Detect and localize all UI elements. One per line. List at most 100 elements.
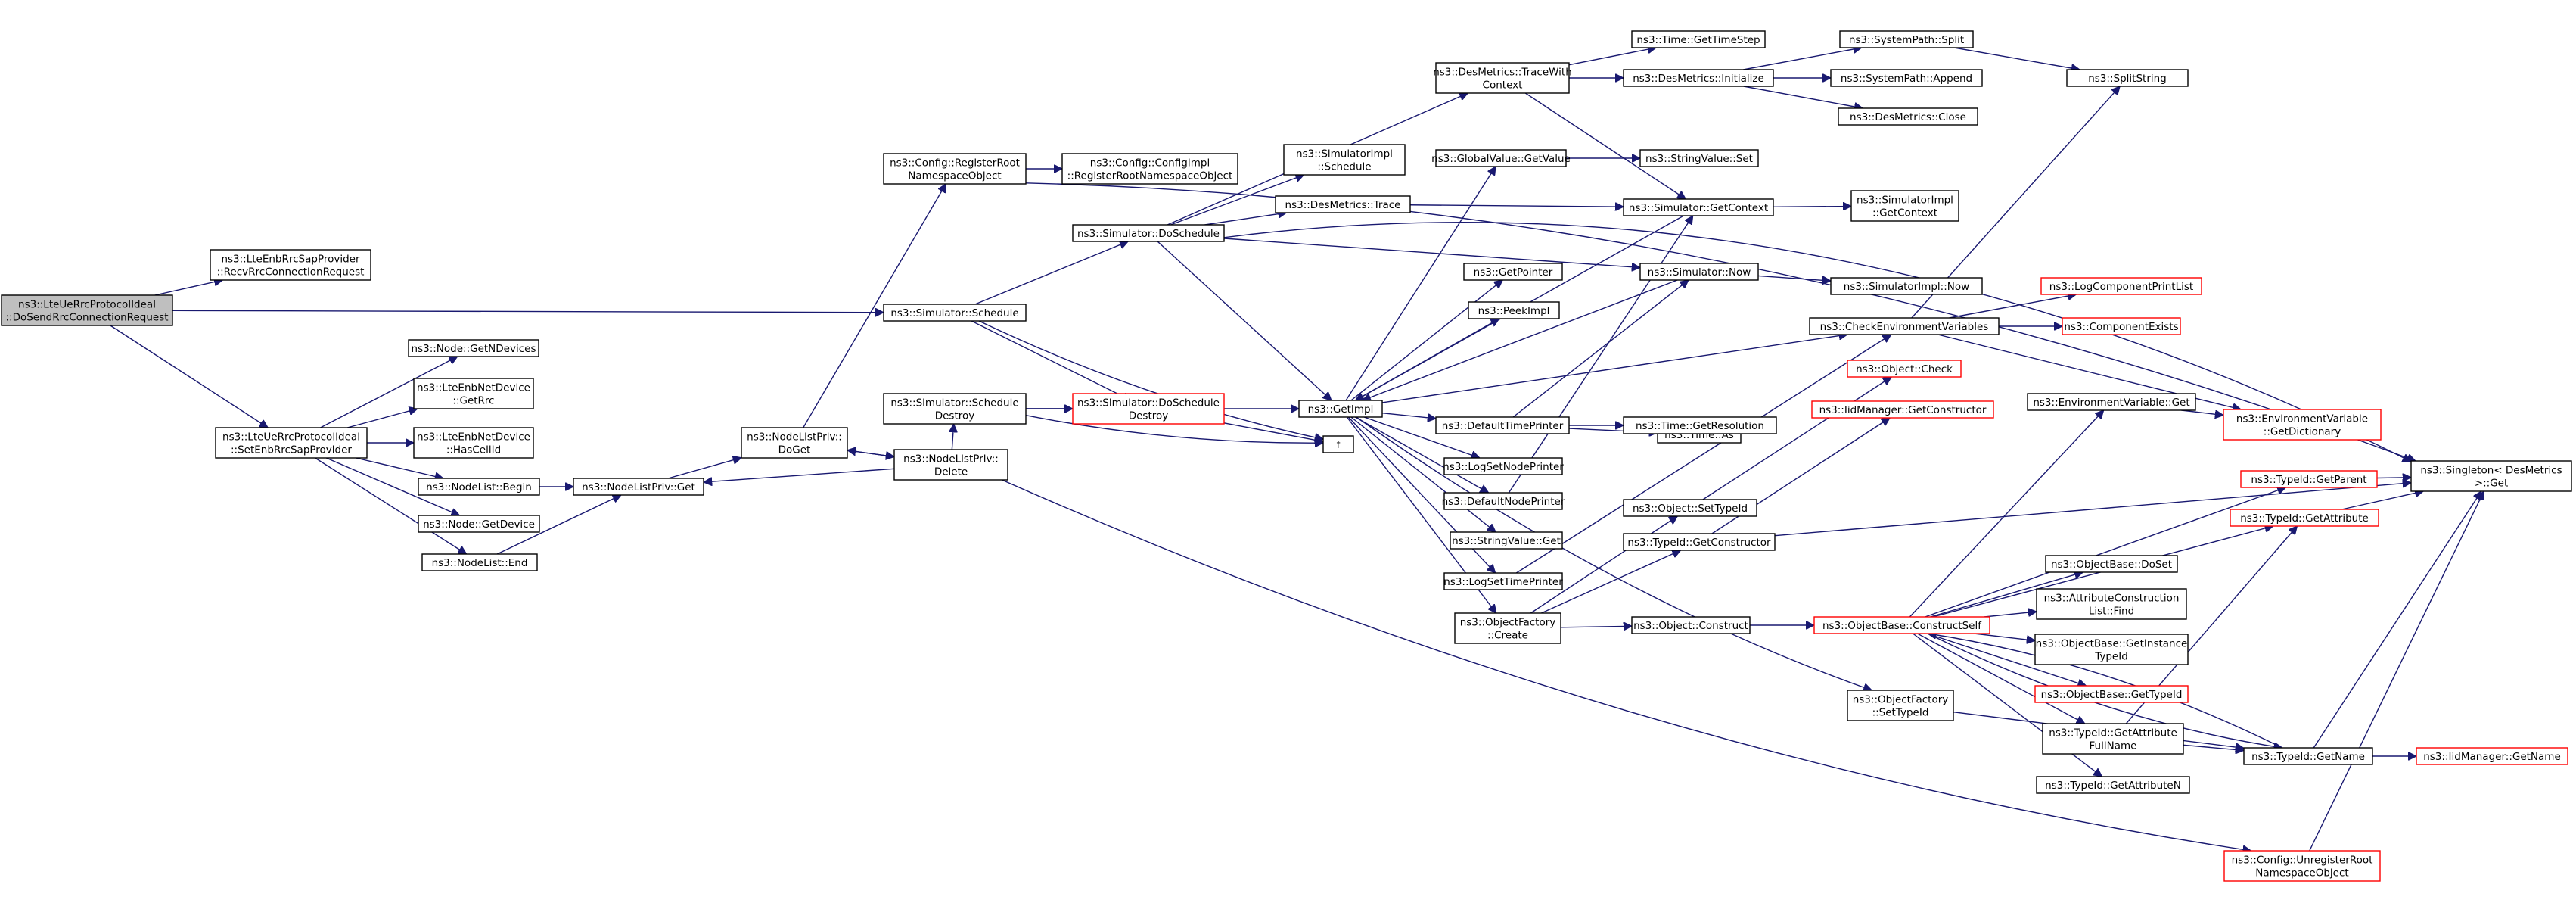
edge-desmtrace-to-simgetctx — [1409, 205, 1624, 207]
node-box — [2240, 470, 2378, 488]
node-label-line: ns3::LteUeRrcProtocolIdeal — [222, 431, 360, 444]
node-getdevice[interactable]: ns3::Node::GetDevice — [418, 515, 540, 533]
edge-tidgetattr-to-singletonget — [2341, 491, 2423, 510]
edge-nlpdelete-to-nlpget — [704, 468, 895, 482]
node-box — [1639, 263, 1759, 281]
node-simimplnow[interactable]: ns3::SimulatorImpl::Now — [1830, 277, 1983, 295]
node-spsplit[interactable]: ns3::SystemPath::Split — [1839, 30, 1974, 48]
node-simschedule[interactable]: ns3::Simulator::Schedule — [883, 304, 1027, 322]
node-spappend[interactable]: ns3::SystemPath::Append — [1830, 69, 1983, 87]
node-nlpget[interactable]: ns3::NodeListPriv::Get — [573, 478, 704, 496]
node-simgetctx[interactable]: ns3::Simulator::GetContext — [1623, 198, 1774, 216]
node-svget[interactable]: ns3::StringValue::Get — [1450, 531, 1563, 550]
node-label-line: ns3::DefaultTimePrinter — [1442, 420, 1564, 432]
node-defnodepr[interactable]: ns3::DefaultNodePrinter — [1442, 492, 1565, 510]
node-getpointer[interactable]: ns3::GetPointer — [1463, 263, 1563, 281]
node-tidgetattr[interactable]: ns3::TypeId::GetAttribute — [2230, 509, 2379, 527]
node-logsetnode[interactable]: ns3::LogSetNodePrinter — [1443, 457, 1564, 475]
node-envget[interactable]: ns3::EnvironmentVariable::Get — [2027, 393, 2196, 411]
node-getndev[interactable]: ns3::Node::GetNDevices — [408, 339, 539, 357]
node-compexists[interactable]: ns3::ComponentExists — [2062, 317, 2181, 335]
node-nlpdoget[interactable]: ns3::NodeListPriv::DoGet — [741, 427, 848, 459]
edge-setenb-to-getndev — [320, 356, 458, 428]
node-cfgimplreg[interactable]: ns3::Config::ConfigImpl::RegisterRootNam… — [1061, 153, 1238, 185]
edge-simschedule-to-makeevent — [971, 320, 1131, 401]
node-tidgetname[interactable]: ns3::TypeId::GetName — [2243, 747, 2373, 765]
node-peekimpl[interactable]: ns3::PeekImpl — [1468, 301, 1560, 319]
edge-destrace-to-simgetctx — [1524, 92, 1686, 199]
node-box — [2230, 509, 2379, 527]
node-desinit[interactable]: ns3::DesMetrics::Initialize — [1623, 69, 1774, 87]
node-simimplgetctx[interactable]: ns3::SimulatorImpl::GetContext — [1850, 190, 1959, 222]
node-label-line: ns3::Simulator::GetContext — [1629, 202, 1768, 214]
node-cfgunreg[interactable]: ns3::Config::UnregisterRootNamespaceObje… — [2223, 850, 2381, 882]
edge-simnow-to-simimplnow — [1757, 275, 1831, 281]
node-box — [1450, 531, 1563, 550]
node-label-line: ns3::Singleton< DesMetrics — [2420, 465, 2562, 477]
node-desmtrace[interactable]: ns3::DesMetrics::Trace — [1275, 195, 1411, 213]
edge-getimpl-to-logsetnode — [1363, 416, 1480, 458]
node-simimplsched[interactable]: ns3::SimulatorImpl::Schedule — [1283, 144, 1406, 176]
node-box — [1847, 690, 1954, 721]
node-objsettid[interactable]: ns3::Object::SetTypeId — [1623, 499, 1757, 517]
node-logsettime[interactable]: ns3::LogSetTimePrinter — [1443, 572, 1563, 590]
node-iidgetname[interactable]: ns3::IidManager::GetName — [2416, 747, 2568, 765]
node-label-line: Delete — [934, 466, 968, 478]
node-label-line: ::Create — [1487, 630, 1528, 642]
node-box — [1443, 492, 1563, 510]
node-iidgetctor[interactable]: ns3::IidManager::GetConstructor — [1811, 400, 1994, 419]
node-label-line: FullName — [2090, 740, 2137, 752]
node-deftimepr[interactable]: ns3::DefaultTimePrinter — [1435, 416, 1570, 434]
node-tidgetctor[interactable]: ns3::TypeId::GetConstructor — [1623, 533, 1776, 551]
node-gvget[interactable]: ns3::GlobalValue::GetValue — [1431, 149, 1571, 167]
node-getrrc[interactable]: ns3::LteEnbNetDevice::GetRrc — [413, 378, 534, 409]
node-splitstring[interactable]: ns3::SplitString — [2066, 69, 2189, 87]
node-simnow[interactable]: ns3::Simulator::Now — [1639, 263, 1759, 281]
node-obconstructself[interactable]: ns3::ObjectBase::ConstructSelf — [1813, 616, 1990, 634]
node-singletonget[interactable]: ns3::Singleton< DesMetrics>::Get — [2410, 460, 2572, 492]
node-nlbegin[interactable]: ns3::NodeList::Begin — [418, 478, 540, 496]
node-label-line: ns3::PeekImpl — [1478, 305, 1550, 317]
node-ofcreate[interactable]: ns3::ObjectFactory::Create — [1454, 612, 1561, 644]
node-logcompprint[interactable]: ns3::LogComponentPrintList — [2040, 277, 2202, 295]
node-timegetres[interactable]: ns3::Time::GetResolution — [1623, 416, 1777, 434]
node-tidgetparent[interactable]: ns3::TypeId::GetParent — [2240, 470, 2378, 488]
node-obgettid[interactable]: ns3::ObjectBase::GetTypeId — [2034, 685, 2189, 703]
node-recvrrc[interactable]: ns3::LteEnbRrcSapProvider::RecvRrcConnec… — [210, 249, 371, 281]
node-nlpdelete[interactable]: ns3::NodeListPriv::Delete — [893, 449, 1008, 481]
node-label-line: ::RecvRrcConnectionRequest — [217, 266, 365, 279]
node-simdoschedule[interactable]: ns3::Simulator::DoSchedule — [1072, 224, 1225, 242]
node-objconstruct[interactable]: ns3::Object::Construct — [1631, 616, 1751, 634]
node-setenb[interactable]: ns3::LteUeRrcProtocolIdeal::SetEnbRrcSap… — [215, 427, 368, 459]
node-desclose[interactable]: ns3::DesMetrics::Close — [1838, 107, 1978, 126]
node-objcheck[interactable]: ns3::Object::Check — [1847, 360, 1962, 378]
node-checkenv[interactable]: ns3::CheckEnvironmentVariables — [1809, 317, 2000, 335]
node-f[interactable]: f — [1322, 435, 1354, 453]
edge-simdoschedule-to-simnow — [1223, 238, 1640, 268]
node-root[interactable]: ns3::LteUeRrcProtocolIdeal::DoSendRrcCon… — [1, 294, 173, 326]
node-envgetdict[interactable]: ns3::EnvironmentVariable::GetDictionary — [2223, 409, 2382, 441]
node-box — [1811, 400, 1994, 419]
node-obdoset[interactable]: ns3::ObjectBase::DoSet — [2045, 555, 2178, 573]
node-timegetstep[interactable]: ns3::Time::GetTimeStep — [1631, 30, 1766, 48]
node-nlend[interactable]: ns3::NodeList::End — [421, 553, 538, 571]
edge-obconstructself-to-tidgetattrn — [1913, 633, 2102, 777]
node-tidgetattrn[interactable]: ns3::TypeId::GetAttributeN — [2036, 776, 2190, 794]
node-svset[interactable]: ns3::StringValue::Set — [1639, 149, 1759, 167]
edge-getimpl-to-logsettime — [1347, 416, 1495, 573]
node-regroot[interactable]: ns3::Config::RegisterRootNamespaceObject — [883, 153, 1027, 185]
node-box — [2223, 850, 2381, 882]
node-ofsettid[interactable]: ns3::ObjectFactory::SetTypeId — [1847, 690, 1954, 721]
edge-obconstructself-to-tidgetparent — [1925, 487, 2286, 618]
node-hascell[interactable]: ns3::LteEnbNetDevice::HasCellId — [413, 427, 534, 459]
node-label-line: ::DoSendRrcConnectionRequest — [5, 312, 168, 324]
node-label-line: ns3::IidManager::GetName — [2423, 751, 2561, 763]
node-getimpl[interactable]: ns3::GetImpl — [1298, 400, 1383, 418]
edge-simdoschedule-to-getimpl — [1157, 241, 1332, 400]
